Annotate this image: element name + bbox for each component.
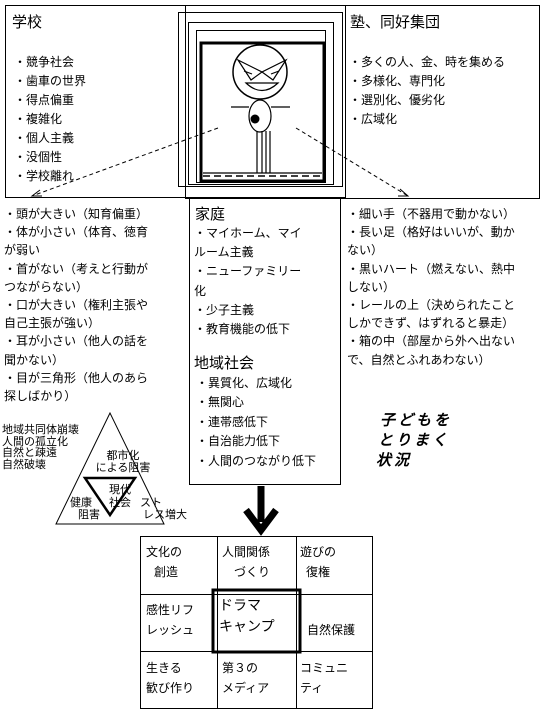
family-list-line: ・ニューファミリー bbox=[194, 264, 302, 279]
triangle-list-item: 人間の孤立化 bbox=[2, 434, 68, 448]
grid-cell-community: コミュニティ bbox=[300, 661, 349, 695]
child-figure bbox=[203, 44, 322, 177]
community-list-item: ・異質化、広域化 bbox=[196, 376, 293, 390]
family-community-box bbox=[189, 198, 341, 485]
community-list: ・異質化、広域化・無関心・連帯感低下・自治能力低下・人間のつながり低下 bbox=[196, 374, 316, 471]
left-problem-line: ・耳が小さい（他人の話を bbox=[4, 334, 149, 349]
child-heart bbox=[250, 114, 260, 124]
caption-line-2: とりまく bbox=[378, 431, 451, 449]
right-problem-line: ・レールの上（決められたこと bbox=[347, 298, 516, 313]
left-problem-line: 探しばかり） bbox=[4, 389, 77, 404]
triangle-list-item: 自然と疎遠 bbox=[2, 446, 57, 459]
right-problem-line: しかできず、はずれると暴走） bbox=[347, 316, 515, 331]
left-problem-line: ・体が小さい（体育、徳育 bbox=[4, 225, 149, 240]
community-list-item: ・人間のつながり低下 bbox=[196, 453, 317, 468]
left-problem-line: が弱い bbox=[4, 243, 41, 258]
grid-cell-joy: 生きる歓び作り bbox=[146, 661, 195, 695]
community-list-item: ・無関心 bbox=[196, 395, 245, 410]
right-problem-line: ・黒いハート（燃えない、熱中 bbox=[347, 261, 516, 276]
juku-list-item: ・広域化 bbox=[349, 112, 398, 126]
family-list-line: ・マイホーム、マイ bbox=[194, 226, 302, 240]
triangle-top-label-2: による阻害 bbox=[95, 461, 151, 474]
triangle-top-label-1: 都市化 bbox=[106, 449, 140, 462]
community-list-item: ・連帯感低下 bbox=[196, 414, 269, 429]
left-problem-line: ・首がない（考えと行動が bbox=[4, 261, 149, 276]
frame-outer bbox=[178, 12, 343, 187]
grid-cell-relations: 人間関係づくり bbox=[222, 545, 271, 579]
juku-title: 塾、同好集団 bbox=[350, 13, 441, 31]
school-list-item: ・得点偏重 bbox=[14, 93, 75, 107]
triangle-right-label-2: レス増大 bbox=[143, 508, 187, 521]
school-list-item: ・複雑化 bbox=[14, 112, 63, 126]
right-problem-line: ・箱の中（部屋から外へ出ない bbox=[347, 334, 516, 349]
family-list-line: ・少子主義 bbox=[194, 302, 255, 317]
child-eye-left bbox=[236, 58, 264, 81]
grid-cell-drama-camp: ドラマキャンプ bbox=[219, 598, 275, 635]
school-list: ・競争社会・歯車の世界・得点偏重・複雑化・個人主義・没個性・学校離れ bbox=[14, 53, 86, 186]
school-list-item: ・歯車の世界 bbox=[14, 74, 87, 88]
right-problem-line: ・細い手（不器用で動かない） bbox=[347, 207, 516, 221]
grid-cell-culture: 文化の創造 bbox=[146, 545, 183, 579]
grid-cell-sensitivity: 感性リフレッシュ bbox=[146, 603, 195, 637]
family-list-line: ルーム主義 bbox=[194, 245, 254, 260]
caption-line-3: 状況 bbox=[376, 451, 413, 469]
grid-cell-play: 遊びの復権 bbox=[300, 545, 337, 579]
dashed-arrows bbox=[30, 127, 410, 197]
juku-list-item: ・多様化、専門化 bbox=[349, 74, 446, 88]
box-thick bbox=[199, 41, 326, 183]
school-list-item: ・個人主義 bbox=[14, 131, 75, 145]
triangle-left-list: 地域共同体崩壊人間の孤立化自然と疎遠自然破壊 bbox=[2, 424, 79, 470]
left-problem-line: ・口が大きい（権利主張や bbox=[4, 298, 149, 313]
left-problems-list: ・頭が大きい（知育偏重） ・体が小さい（体育、徳育が弱い・首がない（考えと行動がつ… bbox=[4, 205, 148, 405]
right-problem-line: しない） bbox=[347, 279, 396, 294]
school-list-item: ・学校離れ bbox=[14, 169, 75, 183]
right-problems-list: ・細い手（不器用で動かない） ・長い足（格好はいいが、動かない） ・黒いハート（燃え… bbox=[347, 205, 515, 369]
community-list-item: ・自治能力低下 bbox=[196, 434, 281, 449]
juku-list: ・多くの人、金、時を集める・多様化、専門化・選別化、優劣化・広域化 bbox=[349, 53, 505, 129]
right-problem-line: ない） bbox=[347, 243, 384, 258]
family-list-line: ・教育機能の低下 bbox=[194, 322, 291, 337]
left-problem-line: 聞かない） bbox=[4, 352, 65, 367]
child-mouth bbox=[244, 82, 280, 92]
right-problem-line: で、自然とふれあわない） bbox=[347, 352, 491, 367]
down-arrow-head bbox=[243, 507, 279, 536]
left-problem-line: ・頭が大きい（知育偏重） bbox=[4, 207, 149, 221]
family-list: ・マイホーム、マイルーム主義・ニューファミリー化・少子主義・教育機能の低下 bbox=[194, 224, 302, 339]
juku-box bbox=[185, 5, 540, 199]
caption-line-1: 子どもを bbox=[380, 411, 453, 429]
juku-list-item: ・多くの人、金、時を集める bbox=[349, 55, 506, 69]
family-list-line: 化 bbox=[194, 283, 207, 298]
child-body bbox=[248, 99, 272, 133]
family-title: 家庭 bbox=[195, 205, 226, 223]
triangle-list-item: 地域共同体崩壊 bbox=[2, 423, 79, 436]
school-list-item: ・没個性 bbox=[14, 150, 63, 164]
right-problem-line: ・長い足（格好はいいが、動か bbox=[347, 225, 515, 240]
triangle-right-label-1: スト bbox=[140, 496, 162, 509]
left-problem-line: ・目が三角形（他人のあら bbox=[4, 370, 149, 385]
triangle-diagram bbox=[55, 411, 165, 525]
grid-cell-third-media: 第３のメディア bbox=[222, 661, 270, 695]
school-box bbox=[5, 5, 346, 198]
left-problem-line: 自己主張が強い） bbox=[4, 316, 101, 331]
left-problem-line: つながらない） bbox=[4, 279, 89, 294]
grid-lines bbox=[140, 536, 373, 709]
school-list-item: ・競争社会 bbox=[14, 55, 75, 69]
juku-list-item: ・選別化、優劣化 bbox=[349, 93, 446, 107]
triangle-left-label-2: 阻害 bbox=[78, 508, 100, 521]
triangle-left-label-1: 健康 bbox=[70, 496, 92, 509]
community-title: 地域社会 bbox=[194, 354, 255, 372]
grid-cell-nature: 自然保護 bbox=[307, 623, 356, 637]
triangle-center-2: 社会 bbox=[109, 496, 131, 509]
triangle-center-1: 現代 bbox=[109, 483, 131, 496]
child-eye-right bbox=[260, 58, 288, 81]
school-title: 学校 bbox=[12, 13, 43, 31]
frame-mid bbox=[188, 22, 334, 185]
triangle-list-item: 自然破壊 bbox=[2, 457, 46, 471]
